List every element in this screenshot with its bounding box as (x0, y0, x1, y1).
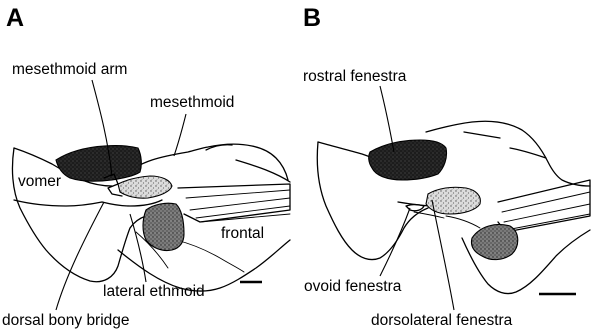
label-mesethmoid-arm: mesethmoid arm (12, 61, 127, 78)
label-mesethmoid: mesethmoid (150, 94, 234, 111)
dorsal-bony-bridge-shape (118, 176, 172, 198)
lateral-ethmoid-shape (143, 203, 184, 250)
label-lateral-ethmoid: lateral ethmoid (103, 283, 205, 300)
label-dorsal-bony-bridge: dorsal bony bridge (2, 312, 130, 329)
panel-a: A (2, 4, 290, 329)
rostral-fenestra-a (56, 146, 141, 182)
pointer-ovoid-fenestra (380, 208, 410, 276)
pointer-mesethmoid (174, 114, 186, 156)
lateral-ethmoid-b-shape (471, 225, 517, 260)
panel-b: B rostr (303, 4, 590, 329)
rostral-fenestra-b (369, 140, 447, 180)
pointer-rostral-fenestra (380, 86, 394, 152)
label-vomer: vomer (18, 173, 61, 190)
label-rostral-fenestra: rostral fenestra (303, 68, 407, 85)
panel-a-letter: A (6, 4, 24, 32)
label-frontal: frontal (221, 225, 264, 242)
ovoid-fenestra-shape (406, 205, 424, 211)
label-ovoid-fenestra: ovoid fenestra (304, 278, 402, 295)
label-dorsolateral-fenestra: dorsolateral fenestra (371, 312, 513, 329)
pointer-dorsal-bony-bridge (56, 202, 104, 310)
panel-b-letter: B (303, 4, 321, 32)
